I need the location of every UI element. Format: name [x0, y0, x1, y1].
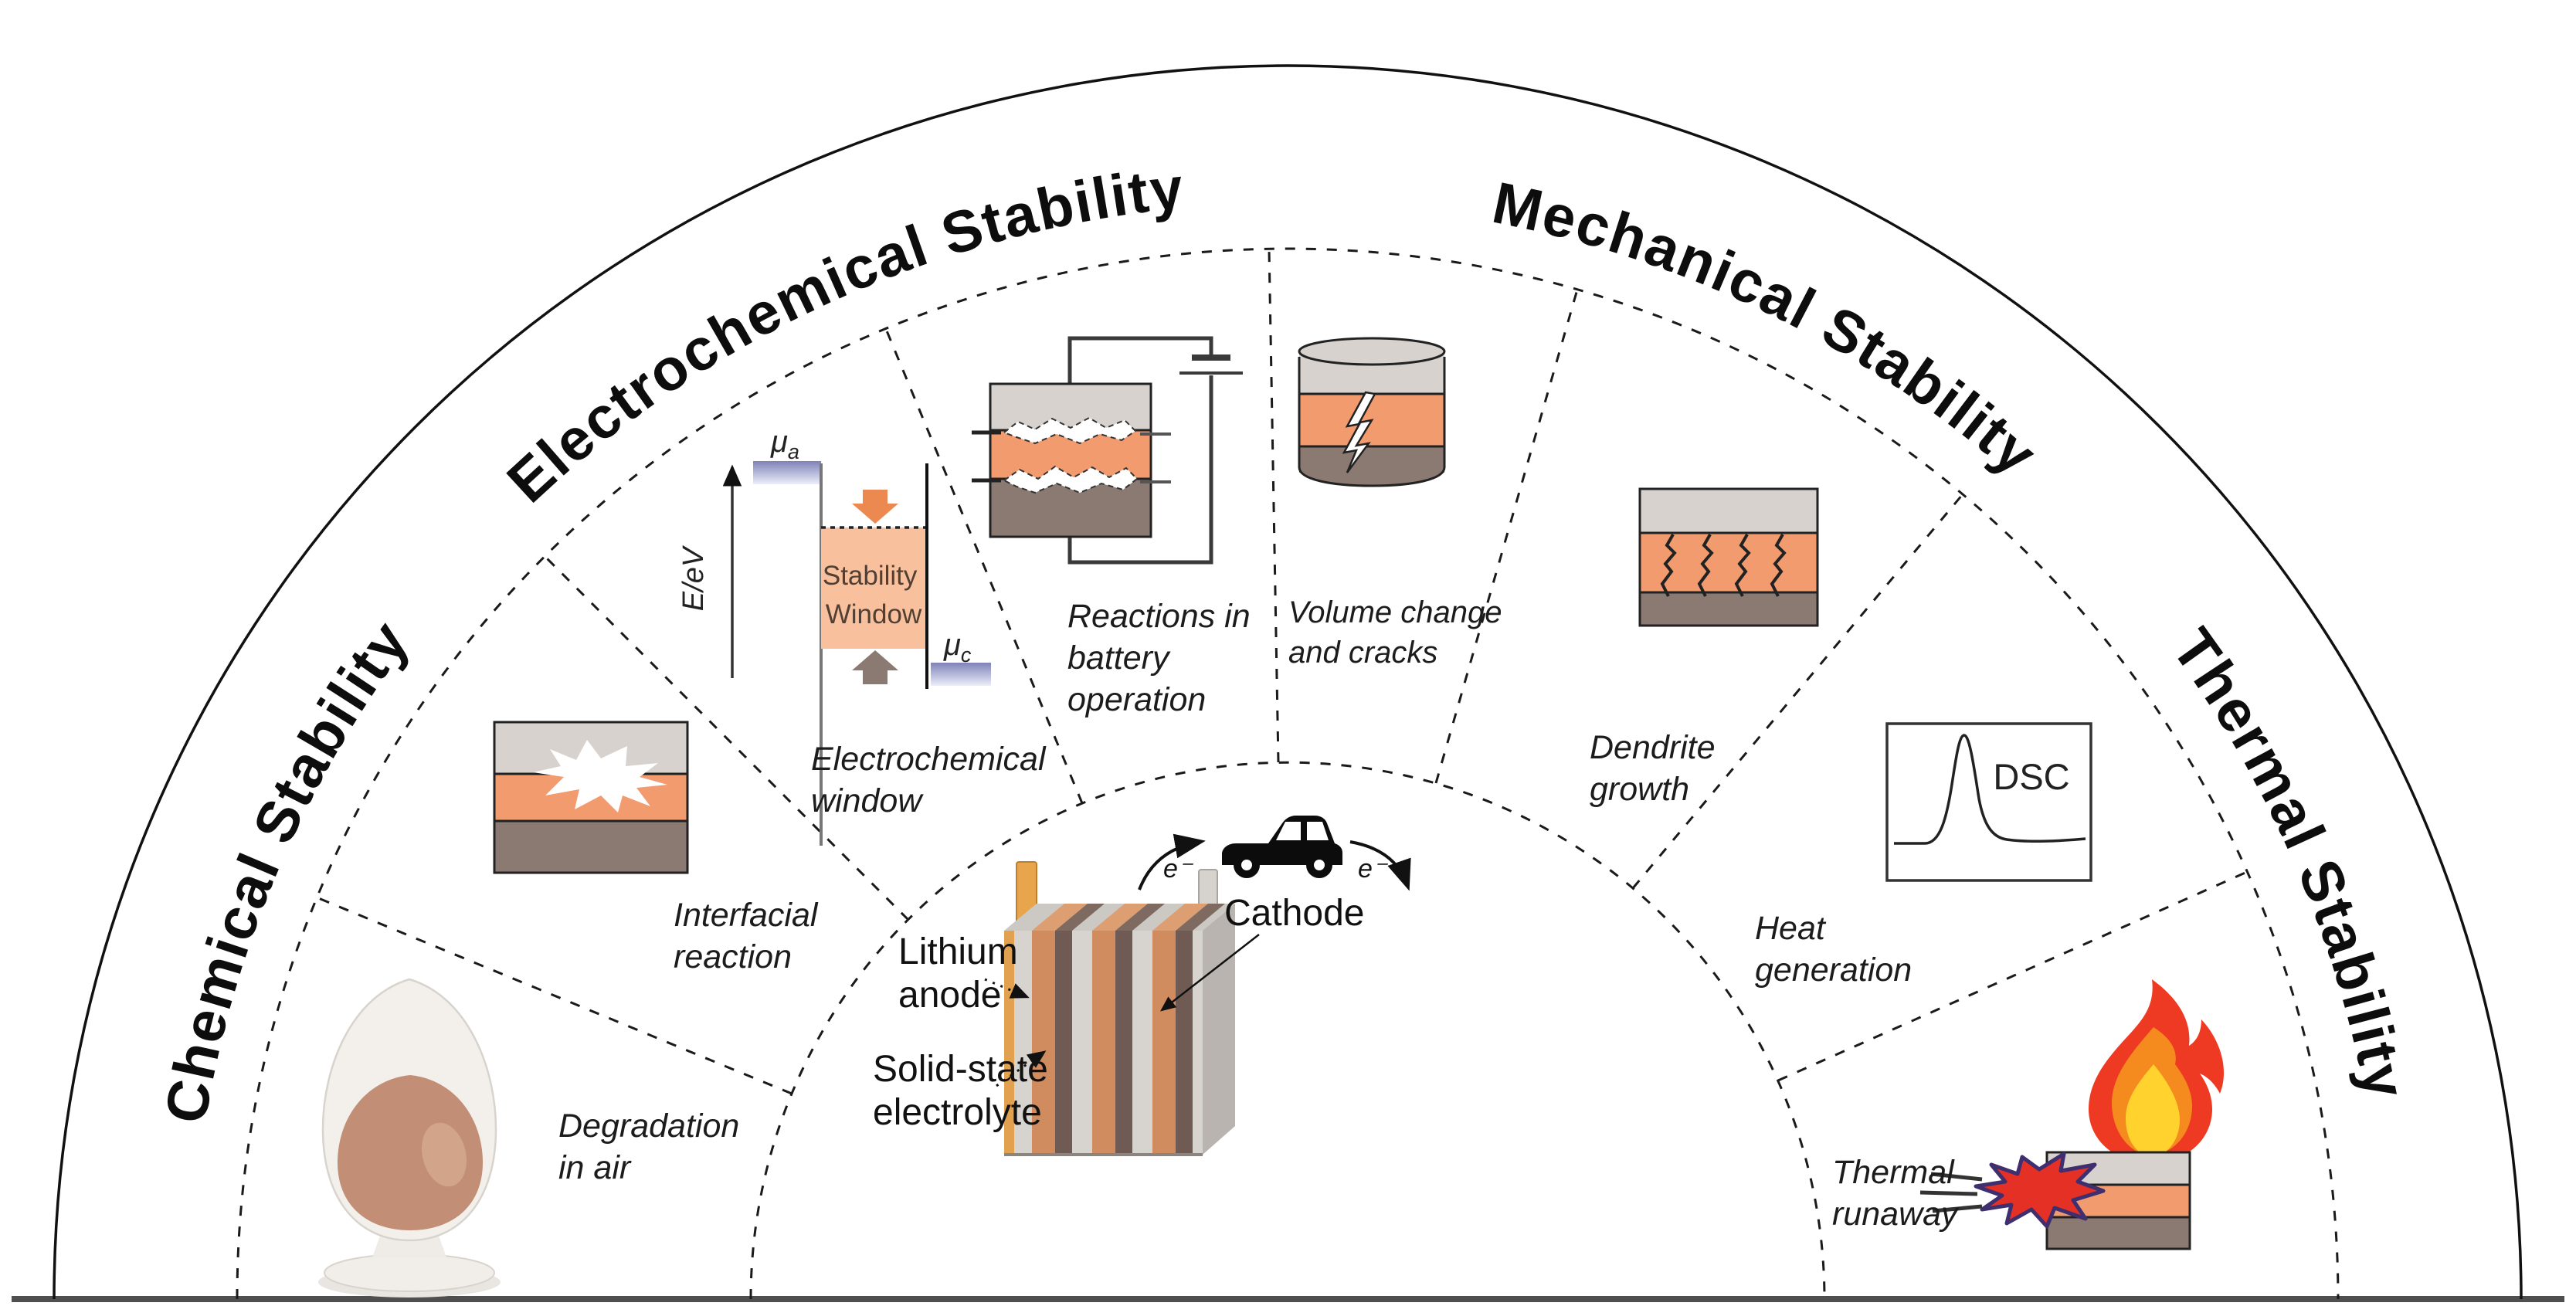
energy-axis-label: E/eV	[677, 544, 710, 611]
electron-flow-arrow-left	[1138, 833, 1206, 890]
egg-sample-icon	[318, 978, 501, 1298]
arc-title-mechanical: Mechanical Stability	[1487, 170, 2049, 489]
crack-lightning	[1342, 391, 1376, 473]
segment-thermal-runaway: Thermal runaway	[1832, 979, 2225, 1250]
dsc-label: DSC	[1993, 756, 2069, 797]
caption-window: Electrochemical window	[811, 741, 1054, 819]
anode-potential-bar	[753, 461, 821, 484]
segment-degradation-in-air: Degradation in air	[318, 978, 748, 1298]
cathode-potential-bar	[931, 663, 991, 686]
reaction-burst	[533, 740, 667, 812]
segment-volume-change: Volume change and cracks	[1288, 337, 1511, 670]
dendrite-line	[1734, 534, 1751, 597]
outer-semicircle-arc	[53, 64, 2523, 1300]
interfacial-reaction-icon	[493, 721, 689, 874]
electrolyte-pointer-arrow	[996, 1050, 1047, 1087]
mu-a-label: μa	[770, 425, 799, 463]
caption-dendrite: Dendrite growth	[1590, 729, 1724, 808]
divider-reactions-volume	[1268, 248, 1280, 763]
segment-dendrite-growth: Dendrite growth	[1590, 487, 1819, 808]
reaction-zone-bottom	[1003, 465, 1139, 494]
dsc-plot-icon: DSC	[1885, 722, 2092, 882]
inner-dashed-arc	[749, 761, 1826, 1300]
caption-runaway: Thermal runaway	[1832, 1154, 1963, 1233]
stability-window-box	[821, 527, 927, 649]
segment-dividers	[316, 248, 2248, 1095]
center-battery-cell: e⁻ e⁻ Lithium anode Solid-state electrol…	[873, 816, 1411, 1156]
divider-dendrite-heat	[1631, 494, 1964, 889]
divider-interfacial-window	[543, 555, 910, 921]
dendrite-icon	[1638, 487, 1819, 627]
mu-c-label: μc	[943, 628, 972, 667]
caption-reactions: Reactions in battery operation	[1067, 598, 1260, 718]
electrochemical-window-icon: E/eV μa Stability Window μc	[677, 425, 991, 846]
label-cathode: Cathode	[1224, 893, 1364, 934]
caption-degradation: Degradation in air	[558, 1108, 748, 1186]
dendrite-line	[1697, 534, 1714, 597]
circuit-wire	[1067, 336, 1213, 565]
segment-electrochemical-window: E/eV μa Stability Window μc Electrochemi…	[677, 425, 1054, 846]
caption-heat: Heat generation	[1755, 910, 1912, 989]
window-down-arrow-icon	[852, 490, 898, 524]
segment-interfacial-reaction: Interfacial reaction	[493, 721, 826, 975]
electron-label-right: e⁻	[1358, 854, 1389, 884]
cracked-cell-icon	[1298, 337, 1446, 487]
flame-icon	[2089, 979, 2225, 1163]
divider-window-reactions	[884, 328, 1084, 804]
title-band-dashed-arc	[236, 247, 2340, 1300]
dendrite-line	[1660, 534, 1677, 597]
caption-interfacial: Interfacial reaction	[674, 897, 826, 975]
label-solid-state-electrolyte: Solid-state electrolyte	[873, 1049, 1058, 1133]
electron-label-left: e⁻	[1163, 854, 1194, 884]
label-lithium-anode: Lithium anode	[898, 931, 1028, 1016]
segment-heat-generation: DSC Heat generation	[1755, 722, 2092, 989]
segment-reactions-in-operation: Reactions in battery operation	[972, 336, 1260, 718]
divider-degradation-interfacial	[316, 896, 792, 1095]
window-up-arrow-icon	[852, 650, 898, 684]
cathode-pointer-arrow	[1160, 934, 1260, 1012]
car-icon	[1222, 816, 1342, 878]
explosion-burst-icon	[1919, 1152, 2106, 1229]
electron-flow-arrow-right	[1349, 840, 1411, 891]
reaction-zone-top	[1002, 416, 1137, 445]
arc-title-thermal: Thermal Stability	[2159, 617, 2418, 1104]
battery-circuit-icon	[972, 336, 1243, 565]
divider-volume-dendrite	[1434, 289, 1579, 784]
divider-heat-runaway	[1777, 870, 2248, 1082]
battery-cell-icon	[1004, 904, 1235, 1156]
dendrite-line	[1770, 534, 1787, 597]
caption-volume: Volume change and cracks	[1288, 595, 1511, 670]
dsc-peak-curve	[1894, 734, 2086, 845]
stability-window-text: Stability Window	[823, 561, 925, 629]
